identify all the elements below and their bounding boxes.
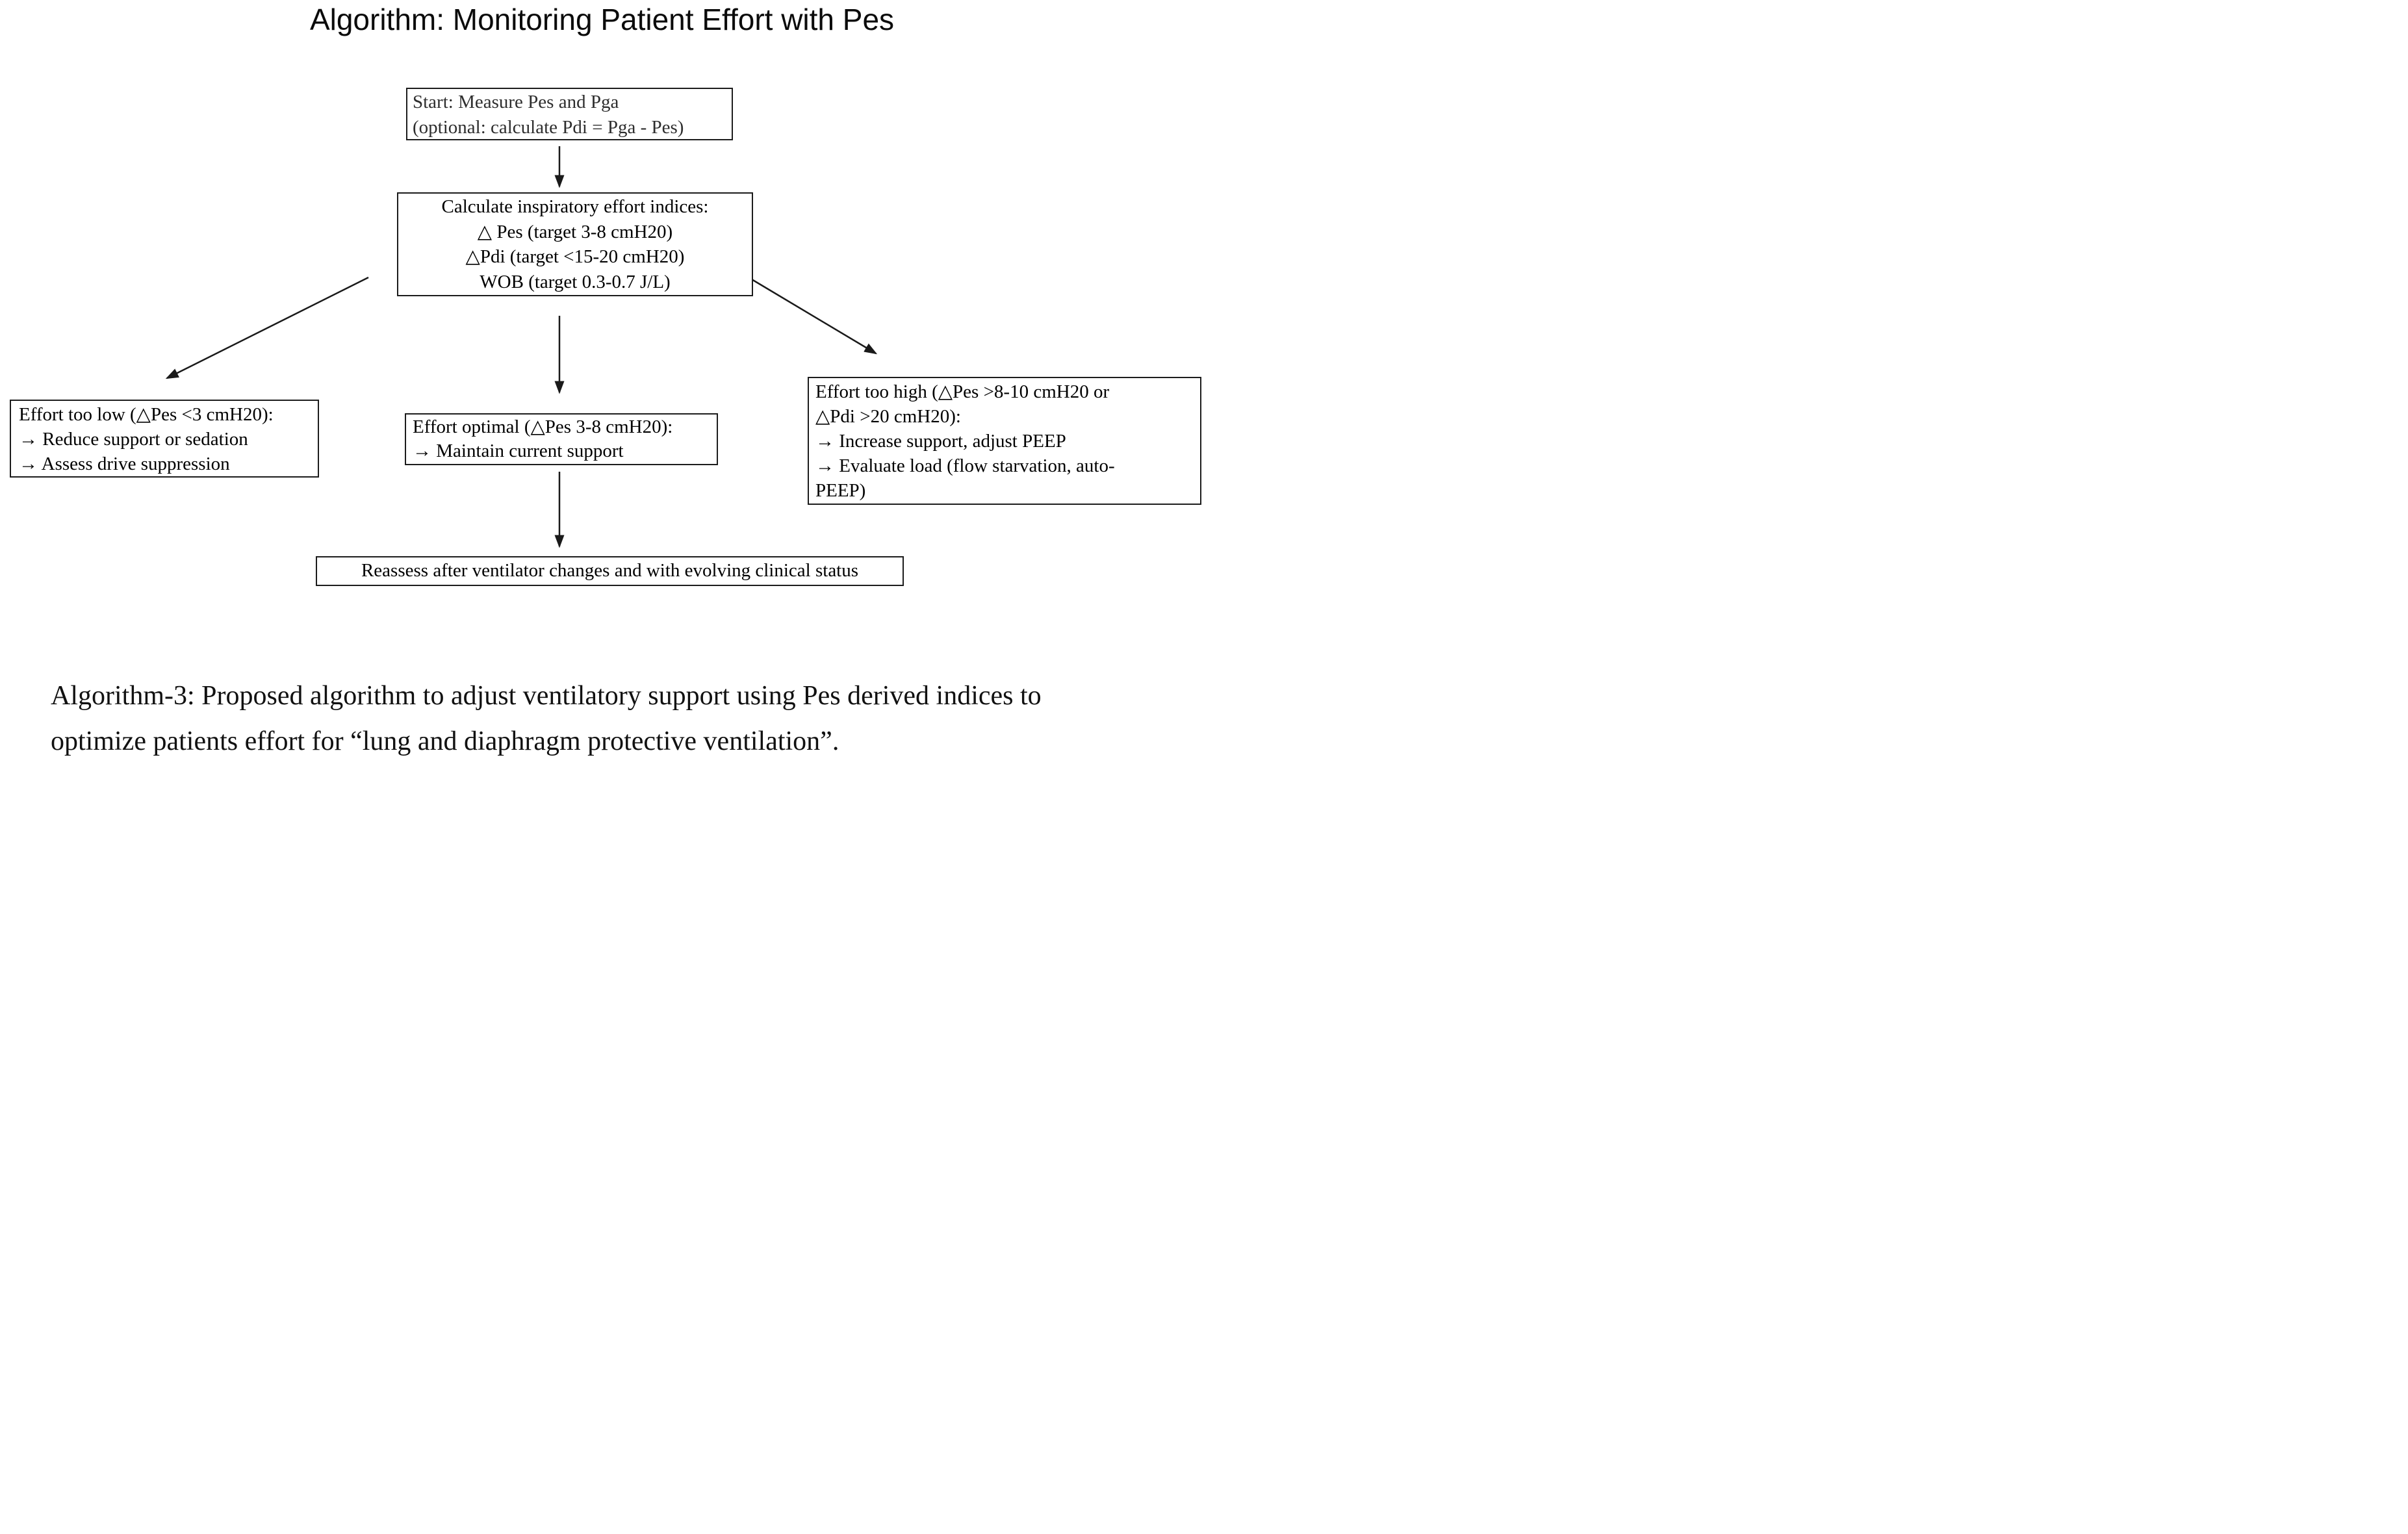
effort-high-box-line: → Evaluate load (flow starvation, auto- — [815, 455, 1115, 476]
indices-box-line: △Pdi (target <15-20 cmH20) — [465, 246, 685, 267]
start-box-line: (optional: calculate Pdi = Pga - Pes) — [413, 116, 684, 138]
figure-caption: Algorithm-3: Proposed algorithm to adjus… — [51, 673, 1181, 764]
arrow-indices-to-effort-high — [751, 278, 878, 355]
figure-caption-line: Algorithm-3: Proposed algorithm to adjus… — [51, 681, 1042, 711]
indices-box-line: △ Pes (target 3-8 cmH20) — [477, 221, 673, 242]
effort-high-box-line: PEEP) — [815, 480, 866, 501]
effort-low-box: Effort too low (△Pes <3 cmH20): → Reduce… — [10, 400, 319, 478]
effort-low-box-line: Effort too low (△Pes <3 cmH20): — [19, 404, 274, 425]
effort-low-box-line: → Assess drive suppression — [19, 454, 230, 474]
flowchart-figure: Algorithm: Monitoring Patient Effort wit… — [0, 0, 1204, 767]
arrow-indices-to-effort-low — [165, 276, 369, 379]
effort-high-box-line: △Pdi >20 cmH20): — [815, 406, 961, 427]
start-box: Start: Measure Pes and Pga (optional: ca… — [406, 88, 733, 140]
effort-high-box-line: Effort too high (△Pes >8-10 cmH20 or — [815, 381, 1110, 402]
indices-box-line: Calculate inspiratory effort indices: — [441, 196, 709, 217]
indices-box-line: WOB (target 0.3-0.7 J/L) — [480, 271, 671, 292]
effort-high-box-line: → Increase support, adjust PEEP — [815, 431, 1066, 452]
indices-box: Calculate inspiratory effort indices: △ … — [397, 192, 753, 296]
effort-optimal-box-line: Effort optimal (△Pes 3-8 cmH20): — [413, 416, 673, 437]
effort-low-box-line: → Reduce support or sedation — [19, 429, 248, 450]
effort-high-box: Effort too high (△Pes >8-10 cmH20 or △Pd… — [808, 377, 1201, 505]
effort-optimal-box: Effort optimal (△Pes 3-8 cmH20): → Maint… — [405, 413, 718, 465]
reassess-box: Reassess after ventilator changes and wi… — [316, 556, 904, 586]
reassess-box-line: Reassess after ventilator changes and wi… — [361, 560, 859, 581]
figure-caption-line: optimize patients effort for “lung and d… — [51, 726, 839, 756]
start-box-line: Start: Measure Pes and Pga — [413, 92, 619, 112]
effort-optimal-box-line: → Maintain current support — [413, 440, 624, 461]
figure-title: Algorithm: Monitoring Patient Effort wit… — [309, 3, 895, 36]
